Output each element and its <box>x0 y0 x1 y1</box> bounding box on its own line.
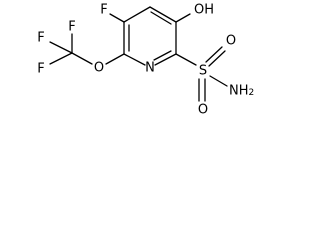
bond-s-o-top <box>205 46 223 63</box>
bond-ring-top-right-inner <box>150 11 172 25</box>
bond-ring-bottom-right <box>154 53 177 66</box>
bond-o-cf3 <box>71 52 93 65</box>
bond-c-s <box>175 53 197 66</box>
atom-s: S <box>199 64 207 79</box>
bonds <box>49 6 228 102</box>
bond-s-o-top-inner <box>208 50 226 67</box>
bond-s-n <box>209 75 228 87</box>
bond-cf3-f-bottom <box>49 52 73 65</box>
atom-f-ring: F <box>100 3 107 18</box>
bond-ring-bottom-left <box>123 53 146 66</box>
atom-n-ring: N <box>145 61 155 76</box>
bond-ring-top-left <box>123 6 151 23</box>
atom-o-sulfonyl-bottom: O <box>198 103 208 118</box>
atom-f-cf3-left: F <box>37 31 44 46</box>
chemical-structure-diagram: F OH F F F O N S O O NH2 <box>37 3 254 118</box>
bond-ring-top-right <box>149 6 177 23</box>
atom-o-sulfonyl-top: O <box>226 34 236 49</box>
atom-f-cf3-top: F <box>68 20 75 35</box>
bond-c-f <box>109 13 125 23</box>
atom-oh: OH <box>194 3 214 18</box>
bond-ring-bottom-right-inner <box>153 50 172 61</box>
atom-f-cf3-bottom: F <box>37 62 44 77</box>
atom-o-ether: O <box>94 61 104 76</box>
bond-cf3-f-left <box>49 41 73 54</box>
atom-labels: F OH F F F O N S O O NH2 <box>37 3 254 118</box>
bond-c-oh <box>175 13 191 23</box>
atom-nh2: NH2 <box>229 84 254 99</box>
bond-c-o-ether <box>105 53 125 65</box>
